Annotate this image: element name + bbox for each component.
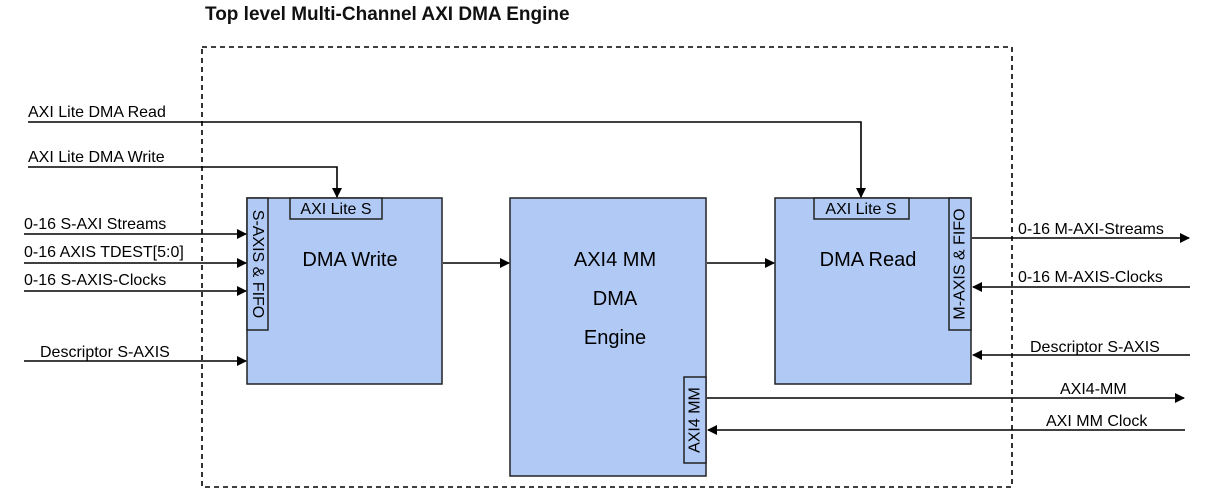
- m-axis-clocks-label: 0-16 M-AXIS-Clocks: [1018, 269, 1163, 286]
- signal-m-axis-clocks: 0-16 M-AXIS-Clocks: [972, 269, 1190, 292]
- dma-read-block: AXI Lite S M-AXIS & FIFO DMA Read: [774, 197, 972, 385]
- signal-axi-mm-clock: AXI MM Clock: [707, 413, 1185, 435]
- dma-write-stream-port: [246, 197, 269, 331]
- dma-read-stream-port-label: M-AXIS & FIFO: [952, 208, 969, 319]
- signal-axi4-mm: AXI4-MM: [707, 381, 1185, 403]
- dma-write-label: DMA Write: [302, 249, 397, 271]
- dma-engine-block: AXI4 MM DMA Engine AXI4 MM: [509, 197, 707, 477]
- dma-engine-mm-port: [683, 376, 707, 464]
- axis-tdest-label: 0-16 AXIS TDEST[5:0]: [24, 244, 184, 261]
- signal-s-axis-clocks: 0-16 S-AXIS-Clocks: [24, 272, 247, 296]
- axi-lite-dma-write-line: [28, 166, 342, 198]
- s-axi-streams-label: 0-16 S-AXI Streams: [24, 216, 166, 233]
- dma-read-axi-lite-port: [813, 197, 910, 220]
- diagram-title: Top level Multi-Channel AXI DMA Engine: [205, 4, 570, 25]
- descriptor-read-label: Descriptor S-AXIS: [1030, 339, 1160, 356]
- dma-engine-label-line3: Engine: [584, 327, 646, 349]
- axi4-mm-label: AXI4-MM: [1060, 381, 1127, 398]
- signal-m-axi-streams: 0-16 M-AXI-Streams: [972, 221, 1190, 243]
- dma-write-block: AXI Lite S S-AXIS & FIFO DMA Write: [246, 197, 443, 385]
- signal-s-axi-streams: 0-16 S-AXI Streams: [24, 216, 247, 239]
- axi-mm-clock-label: AXI MM Clock: [1046, 413, 1148, 430]
- descriptor-write-label: Descriptor S-AXIS: [40, 344, 170, 361]
- m-axi-streams-label: 0-16 M-AXI-Streams: [1018, 221, 1164, 238]
- dma-write-box: [246, 197, 443, 385]
- dma-read-axi-lite-label: AXI Lite S: [825, 201, 896, 218]
- dma-engine-label-line2: DMA: [593, 288, 638, 310]
- dma-engine-box: [509, 197, 707, 477]
- axi-lite-dma-read-label: AXI Lite DMA Read: [28, 104, 166, 121]
- axi-lite-dma-read-line: [28, 121, 866, 198]
- dma-engine-label-line1: AXI4 MM: [574, 249, 656, 271]
- signal-descriptor-write: Descriptor S-AXIS: [24, 344, 247, 366]
- signal-axi-lite-dma-read: AXI Lite DMA Read: [28, 104, 866, 198]
- dma-write-axi-lite-port: [289, 197, 383, 220]
- top-level-boundary: [201, 46, 1013, 488]
- signal-axis-tdest: 0-16 AXIS TDEST[5:0]: [24, 244, 247, 268]
- signal-descriptor-read: Descriptor S-AXIS: [972, 339, 1190, 360]
- dma-write-axi-lite-label: AXI Lite S: [300, 201, 371, 218]
- axi-lite-dma-write-label: AXI Lite DMA Write: [28, 149, 165, 166]
- dma-write-stream-port-label: S-AXIS & FIFO: [249, 210, 266, 318]
- dma-engine-mm-port-label: AXI4 MM: [687, 387, 704, 453]
- s-axis-clocks-label: 0-16 S-AXIS-Clocks: [24, 272, 166, 289]
- dma-read-box: [774, 197, 972, 385]
- dma-read-label: DMA Read: [820, 249, 917, 271]
- signal-axi-lite-dma-write: AXI Lite DMA Write: [28, 149, 342, 198]
- dma-read-stream-port: [948, 197, 972, 331]
